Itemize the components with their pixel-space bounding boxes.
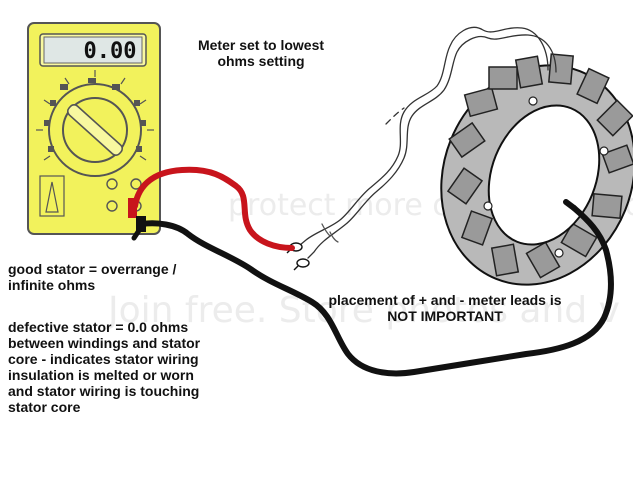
warning-icon (45, 181, 59, 213)
selector-pointer (66, 104, 124, 156)
selector-tick-marks (36, 70, 154, 161)
good-stator-note: good stator = overrange / infinite ohms (8, 261, 177, 293)
stator (440, 53, 633, 286)
warning-box (39, 175, 65, 217)
multimeter: 0.00 (27, 22, 161, 235)
jack-10a (106, 200, 118, 212)
stator-lead-wires (299, 26, 557, 259)
watermark-line-2: Join free. Store photos and v (106, 290, 620, 331)
meter-reading: 0.00 (84, 39, 137, 64)
stator-mounting-holes (483, 96, 609, 258)
jack-ma (106, 178, 118, 190)
black-test-lead (139, 205, 614, 377)
lead-placement-note: placement of + and - meter leads is NOT … (328, 292, 562, 324)
meter-display (43, 36, 143, 64)
red-test-lead (132, 166, 295, 251)
jack-v-ohm (130, 178, 142, 190)
stator-lead-terminals (286, 242, 310, 271)
range-labels (44, 78, 146, 152)
stator-windings (446, 53, 633, 279)
black-lead-probe-tip (563, 199, 577, 211)
defective-stator-note: defective stator = 0.0 ohms between wind… (8, 319, 201, 415)
black-lead-stub (131, 223, 145, 241)
red-lead-plug (128, 198, 137, 218)
meter-setting-caption: Meter set to lowest ohms setting (197, 37, 325, 69)
